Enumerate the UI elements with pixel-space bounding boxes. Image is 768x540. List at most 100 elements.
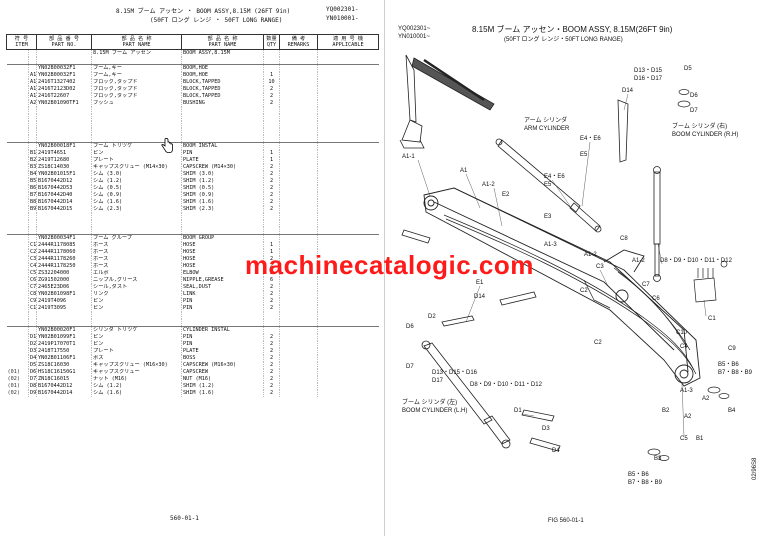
item-cell: C3 xyxy=(28,256,37,263)
callout-c9: C9 xyxy=(728,346,736,352)
ref-cell xyxy=(7,348,29,355)
part-name-cell: BLOCK,TAPPED xyxy=(181,86,264,93)
ref-cell xyxy=(7,263,29,270)
applicable-cell xyxy=(317,121,379,128)
serial-range-a: YQ002301~ xyxy=(398,26,431,32)
item-cell: D8 xyxy=(28,383,37,390)
qty-cell: 2 xyxy=(263,256,280,263)
applicable-cell xyxy=(317,100,379,107)
callout-b2: B2 xyxy=(662,408,670,414)
applicable-cell xyxy=(317,57,379,65)
part-no-cell: 2419T12680 xyxy=(36,157,92,164)
part-no-cell: YN02B01106F1 xyxy=(36,355,92,362)
item-cell xyxy=(28,220,37,227)
part-name-jp-cell: シム (3.0) xyxy=(91,171,182,178)
table-row xyxy=(7,220,379,227)
part-name-jp-cell: ホース xyxy=(91,263,182,270)
remarks-cell xyxy=(279,93,318,100)
item-cell: D9 xyxy=(28,390,37,397)
remarks-cell xyxy=(279,383,318,390)
item-cell: B8 xyxy=(28,199,37,206)
part-no-cell: 2416T2123D02 xyxy=(36,86,92,93)
part-name-jp-cell: シム (1.6) xyxy=(91,199,182,206)
remarks-cell xyxy=(279,72,318,79)
item-cell: A2 xyxy=(28,100,37,107)
part-name-jp-cell: ニップル,グリース xyxy=(91,277,182,284)
qty-cell xyxy=(263,114,280,121)
applicable-cell xyxy=(317,164,379,171)
remarks-cell xyxy=(279,263,318,270)
part-name-cell: PIN xyxy=(181,341,264,348)
ref-cell xyxy=(7,355,29,362)
part-name-cell xyxy=(181,107,264,114)
remarks-cell xyxy=(279,100,318,107)
part-name-cell: PLATE xyxy=(181,157,264,164)
qty-cell xyxy=(263,227,280,235)
applicable-cell xyxy=(317,291,379,298)
applicable-cell xyxy=(317,312,379,319)
remarks-cell xyxy=(279,291,318,298)
item-cell xyxy=(28,57,37,65)
part-name-jp-cell: ピン xyxy=(91,298,182,305)
qty-cell: 2 xyxy=(263,305,280,312)
callout-c8: C8 xyxy=(620,236,628,242)
part-name-jp-cell: リンク xyxy=(91,291,182,298)
qty-cell xyxy=(263,121,280,128)
applicable-cell xyxy=(317,326,379,334)
part-name-cell: HOSE xyxy=(181,263,264,270)
arm-cylinder-label: ARM CYLINDER xyxy=(524,126,570,132)
callout-e1: E1 xyxy=(476,280,484,286)
part-no-cell: 2444R1178250 xyxy=(36,263,92,270)
part-no-cell xyxy=(36,220,92,227)
part-name-jp-cell: シム (1.2) xyxy=(91,178,182,185)
table-row xyxy=(7,121,379,128)
qty-cell: 1 xyxy=(263,157,280,164)
remarks-cell xyxy=(279,64,318,72)
part-name-jp-cell: 8.15M ブーム アッセン xyxy=(91,49,182,57)
qty-cell: 1 xyxy=(263,150,280,157)
part-name-cell: BOOM,HOE xyxy=(181,72,264,79)
qty-cell: 2 xyxy=(263,192,280,199)
ref-cell xyxy=(7,341,29,348)
part-no-cell: 2419T4096 xyxy=(36,298,92,305)
diagram-title: 8.15M ブーム アッセン・BOOM ASSY, 8.15M(26FT 9in… xyxy=(472,24,673,34)
item-cell: A1-2 xyxy=(28,86,37,93)
callout-a1-3: A1-3 xyxy=(544,242,557,248)
ref-cell: (01) xyxy=(7,369,21,375)
remarks-cell xyxy=(279,171,318,178)
part-name-cell: SHIM (2.3) xyxy=(181,206,264,213)
part-no-cell: HS18C16150G1 xyxy=(36,369,92,376)
part-name-jp-cell: ホース xyxy=(91,249,182,256)
qty-cell: 2 xyxy=(263,86,280,93)
excavator-overview xyxy=(399,54,495,149)
ref-cell xyxy=(7,249,29,256)
callout-a1-2-b: A1-2 xyxy=(584,252,597,258)
part-no-cell: B1670442D12 xyxy=(36,178,92,185)
remarks-cell xyxy=(279,121,318,128)
callout-d8-d12-b: D8・D9・D10・D11・D12 xyxy=(660,258,733,264)
item-cell: B4 xyxy=(28,171,37,178)
qty-cell: 10 xyxy=(263,79,280,86)
part-name-cell: PIN xyxy=(181,150,264,157)
applicable-cell xyxy=(317,185,379,192)
callout-e4-e6: E4・E6 xyxy=(580,136,601,142)
ref-cell xyxy=(6,64,29,72)
item-cell: C7 xyxy=(28,284,37,291)
shims xyxy=(647,89,730,461)
callout-d16-d17: D16・D17 xyxy=(634,76,663,82)
part-name-cell xyxy=(181,114,264,121)
ref-cell xyxy=(7,227,29,235)
side-code: 02/96S8 xyxy=(752,457,758,480)
applicable-cell xyxy=(317,86,379,93)
callout-a1-2: A1-2 xyxy=(482,182,495,188)
ref-cell xyxy=(7,79,29,86)
